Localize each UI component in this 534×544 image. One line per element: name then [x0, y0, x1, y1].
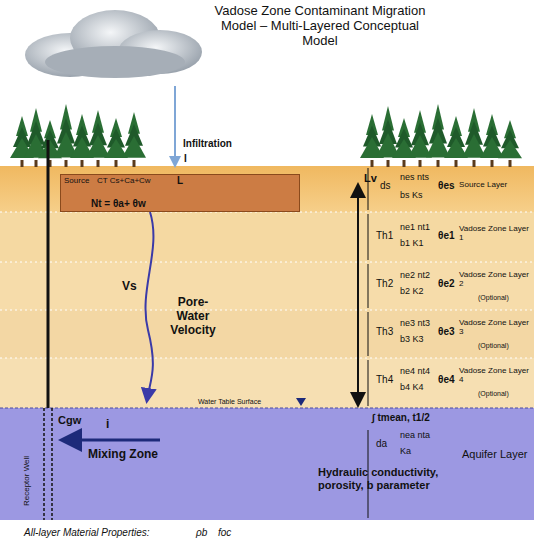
node-text: Th1 — [376, 230, 393, 242]
vadose-layer-fill — [0, 310, 534, 358]
node-text: Source Layer — [459, 180, 531, 189]
node-text: θe2 — [438, 278, 455, 290]
node-text: θe4 — [438, 374, 455, 386]
pore-water-path — [145, 212, 153, 400]
node-text: Mixing Zone — [88, 448, 158, 462]
diagram-label: Vs — [122, 280, 137, 294]
node-text: θes — [438, 180, 455, 192]
layer-band: Source Layer ds nes nts bs Ks θes Source CT Cs… — [0, 166, 534, 212]
diagram-label: Pore-Water Velocity — [162, 296, 224, 337]
node-text: b1 K1 — [400, 238, 424, 248]
receptor-well — [47, 140, 50, 408]
node-text: Vadose Zone Layer 2 — [459, 270, 531, 289]
node-text: (Optional) — [478, 390, 509, 398]
diagram-label: ρb — [196, 527, 207, 539]
node-text: (Optional) — [478, 342, 509, 350]
diagram-label: Lv — [364, 172, 377, 185]
node-text: CT Cs+Ca+Cw — [97, 176, 151, 185]
thickness-ticks — [368, 168, 369, 518]
node-text: Th4 — [376, 374, 393, 386]
node-text: Ka — [400, 446, 411, 456]
vadose-thickness-arrow — [357, 186, 359, 404]
diagram-label: Cgw — [58, 414, 81, 427]
node-text: θe1 — [438, 230, 455, 242]
node-text: L — [177, 175, 183, 187]
vadose-layer-fill — [0, 262, 534, 310]
infiltration-arrow — [174, 86, 176, 164]
node-text: b3 K3 — [400, 334, 424, 344]
node-text: Aquifer Layer — [462, 448, 530, 461]
node-text: bs Ks — [400, 190, 423, 200]
water-table-symbol — [296, 398, 306, 406]
node-text: Th2 — [376, 278, 393, 290]
aquifer-fill — [0, 408, 534, 520]
node-text: Vadose Zone Layer 1 — [459, 224, 531, 243]
diagram-label: Water Table Surface — [198, 398, 261, 406]
node-text: ne4 nt4 — [400, 366, 430, 376]
node-text: ds — [380, 180, 391, 192]
source-box: Source CT Cs+Ca+Cw L Nt = θa+ θw — [60, 174, 300, 212]
node-text: nea nta — [400, 430, 430, 440]
water-table-line — [0, 407, 534, 408]
gradient-arrow — [64, 439, 160, 442]
diagram-title: Vadose Zone Contaminant Migration Model … — [210, 4, 430, 49]
cloud — [25, 10, 202, 78]
node-text: Th3 — [376, 326, 393, 338]
layer-band: Vadose Zone Layer 4 (Optional) Th4 ne4 nt4 b… — [0, 358, 534, 408]
node-text: i — [106, 418, 109, 432]
layer-band: Vadose Zone Layer 3 (Optional) Th3 ne3 nt3 b… — [0, 310, 534, 358]
diagram-label: I — [184, 153, 187, 165]
source-layer-fill — [0, 166, 534, 212]
node-text: b2 K2 — [400, 286, 424, 296]
node-text: ne1 nt1 — [400, 222, 430, 232]
node-text: b4 K4 — [400, 382, 424, 392]
node-text: Nt = θa+ θw — [91, 198, 146, 210]
well-screen — [44, 408, 52, 520]
diagram-label: Receptor Well — [22, 456, 31, 506]
node-text: nes nts — [400, 172, 429, 182]
diagram-label: All-layer Material Properties: — [24, 527, 150, 539]
node-text: θe3 — [438, 326, 455, 338]
node-text: ∫ tmean, t1/2 — [372, 412, 430, 424]
node-text: Source — [64, 176, 89, 185]
node-text: Vadose Zone Layer 3 — [459, 318, 531, 337]
vadose-layer-fill — [0, 358, 534, 408]
node-text: Hydraulic conductivity, porosity, b para… — [318, 466, 468, 491]
diagram-label: Infiltration — [183, 138, 232, 150]
node-text: Vadose Zone Layer 4 — [459, 366, 531, 385]
node-text: ne2 nt2 — [400, 270, 430, 280]
node-text: (Optional) — [478, 294, 509, 302]
vadose-layer-fill — [0, 212, 534, 262]
diagram-label: foc — [218, 527, 231, 539]
trees — [10, 104, 522, 167]
node-text: da — [376, 438, 387, 450]
layer-band: Vadose Zone Layer 2 (Optional) Th2 ne2 nt2 b… — [0, 262, 534, 310]
layer-band: Vadose Zone Layer 1 Th1 ne1 nt1 b1 K1 θe1 — [0, 212, 534, 262]
layer-boundaries — [0, 212, 534, 358]
node-text: ne3 nt3 — [400, 318, 430, 328]
